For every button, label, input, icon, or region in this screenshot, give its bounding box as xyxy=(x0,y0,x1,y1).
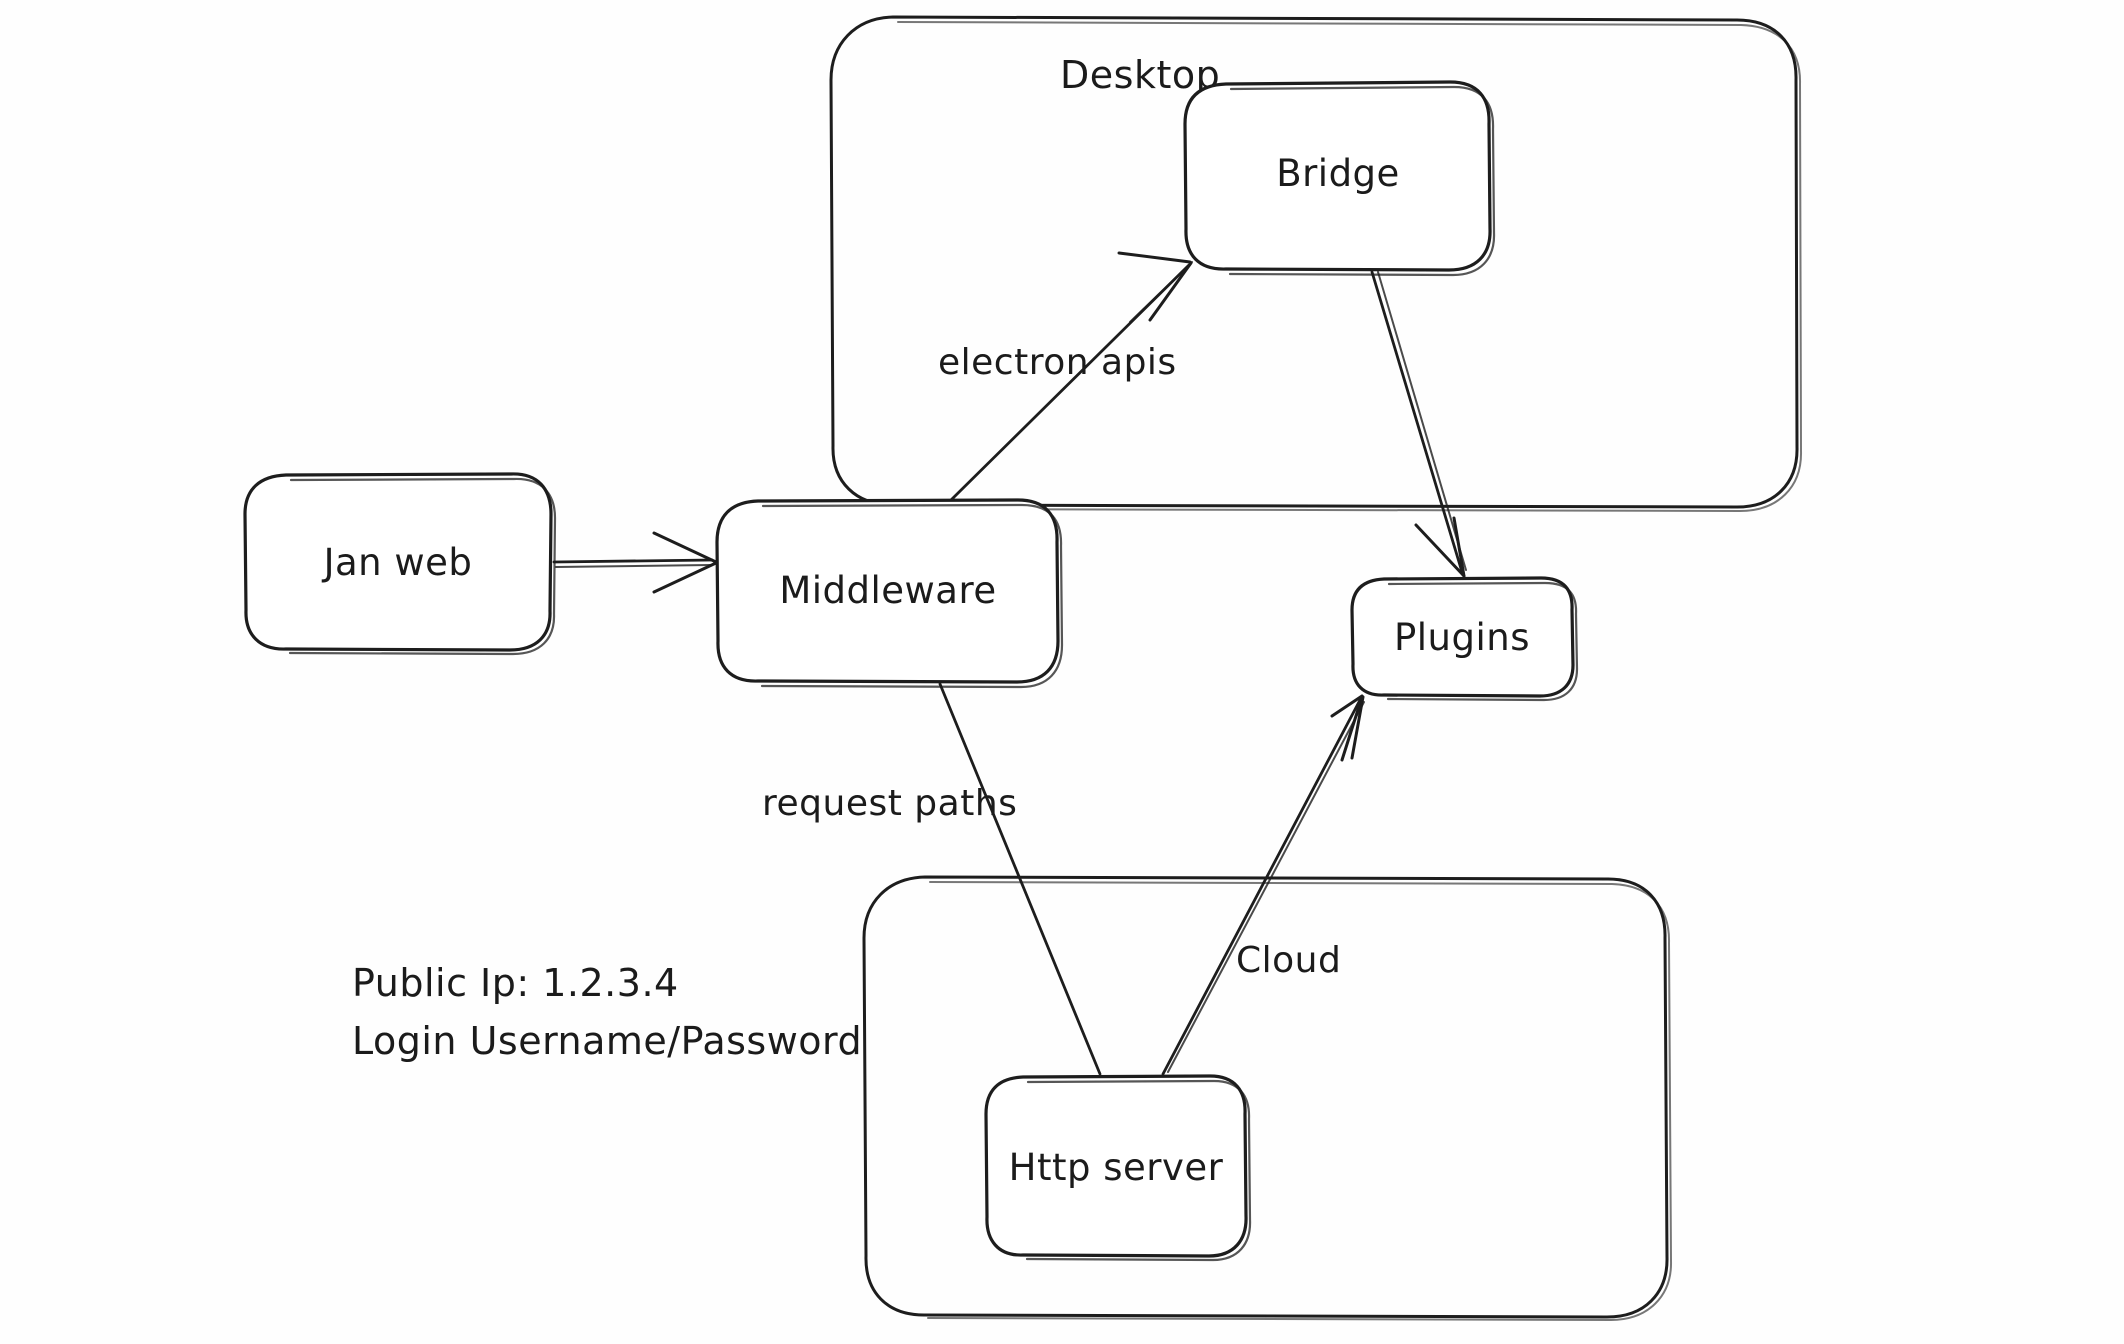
edge-middleware-to-bridge: electron apis xyxy=(938,251,1193,502)
edge-bridge-to-plugins xyxy=(1370,270,1467,578)
node-label-plugins: Plugins xyxy=(1394,616,1530,659)
group-cloud[interactable] xyxy=(862,875,1673,1321)
edge-middleware-to-http-server xyxy=(938,682,1102,1076)
edge-label-electron-apis: electron apis xyxy=(938,342,1177,383)
node-label-http-server: Http server xyxy=(1009,1146,1224,1189)
group-desktop[interactable]: Desktop xyxy=(829,15,1803,512)
node-http-server[interactable]: Http server xyxy=(984,1074,1252,1262)
node-middleware[interactable]: Middleware xyxy=(715,498,1064,689)
node-jan-web[interactable]: Jan web xyxy=(243,472,557,656)
group-label-cloud: Cloud xyxy=(1236,940,1341,981)
note-login-credentials: Login Username/Password xyxy=(352,1019,862,1063)
node-bridge[interactable]: Bridge xyxy=(1183,80,1496,277)
edge-label-request-paths: request paths xyxy=(762,783,1017,824)
node-label-middleware: Middleware xyxy=(779,569,996,612)
edge-http-server-to-plugins xyxy=(1161,694,1365,1076)
edge-janweb-to-middleware xyxy=(552,531,718,594)
note-public-ip: Public Ip: 1.2.3.4 xyxy=(352,961,679,1005)
node-label-jan-web: Jan web xyxy=(322,541,473,584)
group-label-desktop: Desktop xyxy=(1060,53,1220,97)
node-plugins[interactable]: Plugins xyxy=(1350,576,1579,702)
node-label-bridge: Bridge xyxy=(1276,152,1400,195)
